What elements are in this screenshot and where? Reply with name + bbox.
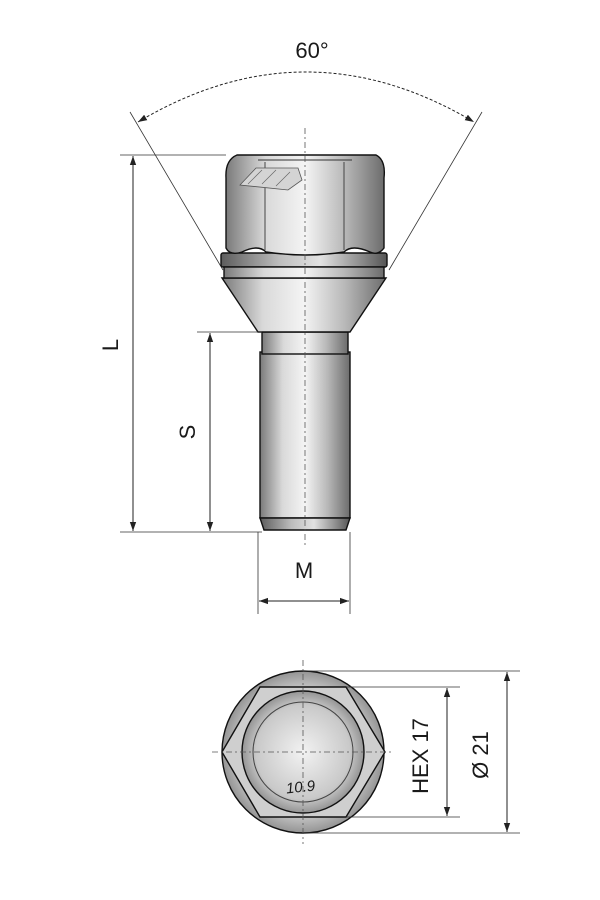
hex-label: HEX 17 bbox=[408, 718, 433, 794]
length-label: L bbox=[98, 339, 123, 351]
grade-marking: 10.9 bbox=[285, 777, 316, 797]
shank-label: S bbox=[175, 425, 200, 440]
top-view: 10.9 HEX 17 Ø 21 bbox=[212, 660, 520, 844]
bolt-shank bbox=[259, 351, 351, 519]
bolt-collar-ring-lower bbox=[223, 266, 385, 279]
angle-leg-right bbox=[388, 111, 483, 271]
diameter-label: Ø 21 bbox=[468, 731, 493, 779]
angle-arc bbox=[137, 71, 475, 123]
angle-leg-left bbox=[129, 111, 224, 271]
hex-head-cutaway-hatch bbox=[247, 169, 291, 187]
thread-label: M bbox=[295, 558, 313, 583]
side-view: 60° L S M bbox=[98, 38, 483, 614]
hex-head-cutaway-detail bbox=[239, 167, 303, 191]
angle-label: 60° bbox=[295, 38, 328, 63]
bolt-cone-seat bbox=[220, 277, 388, 333]
